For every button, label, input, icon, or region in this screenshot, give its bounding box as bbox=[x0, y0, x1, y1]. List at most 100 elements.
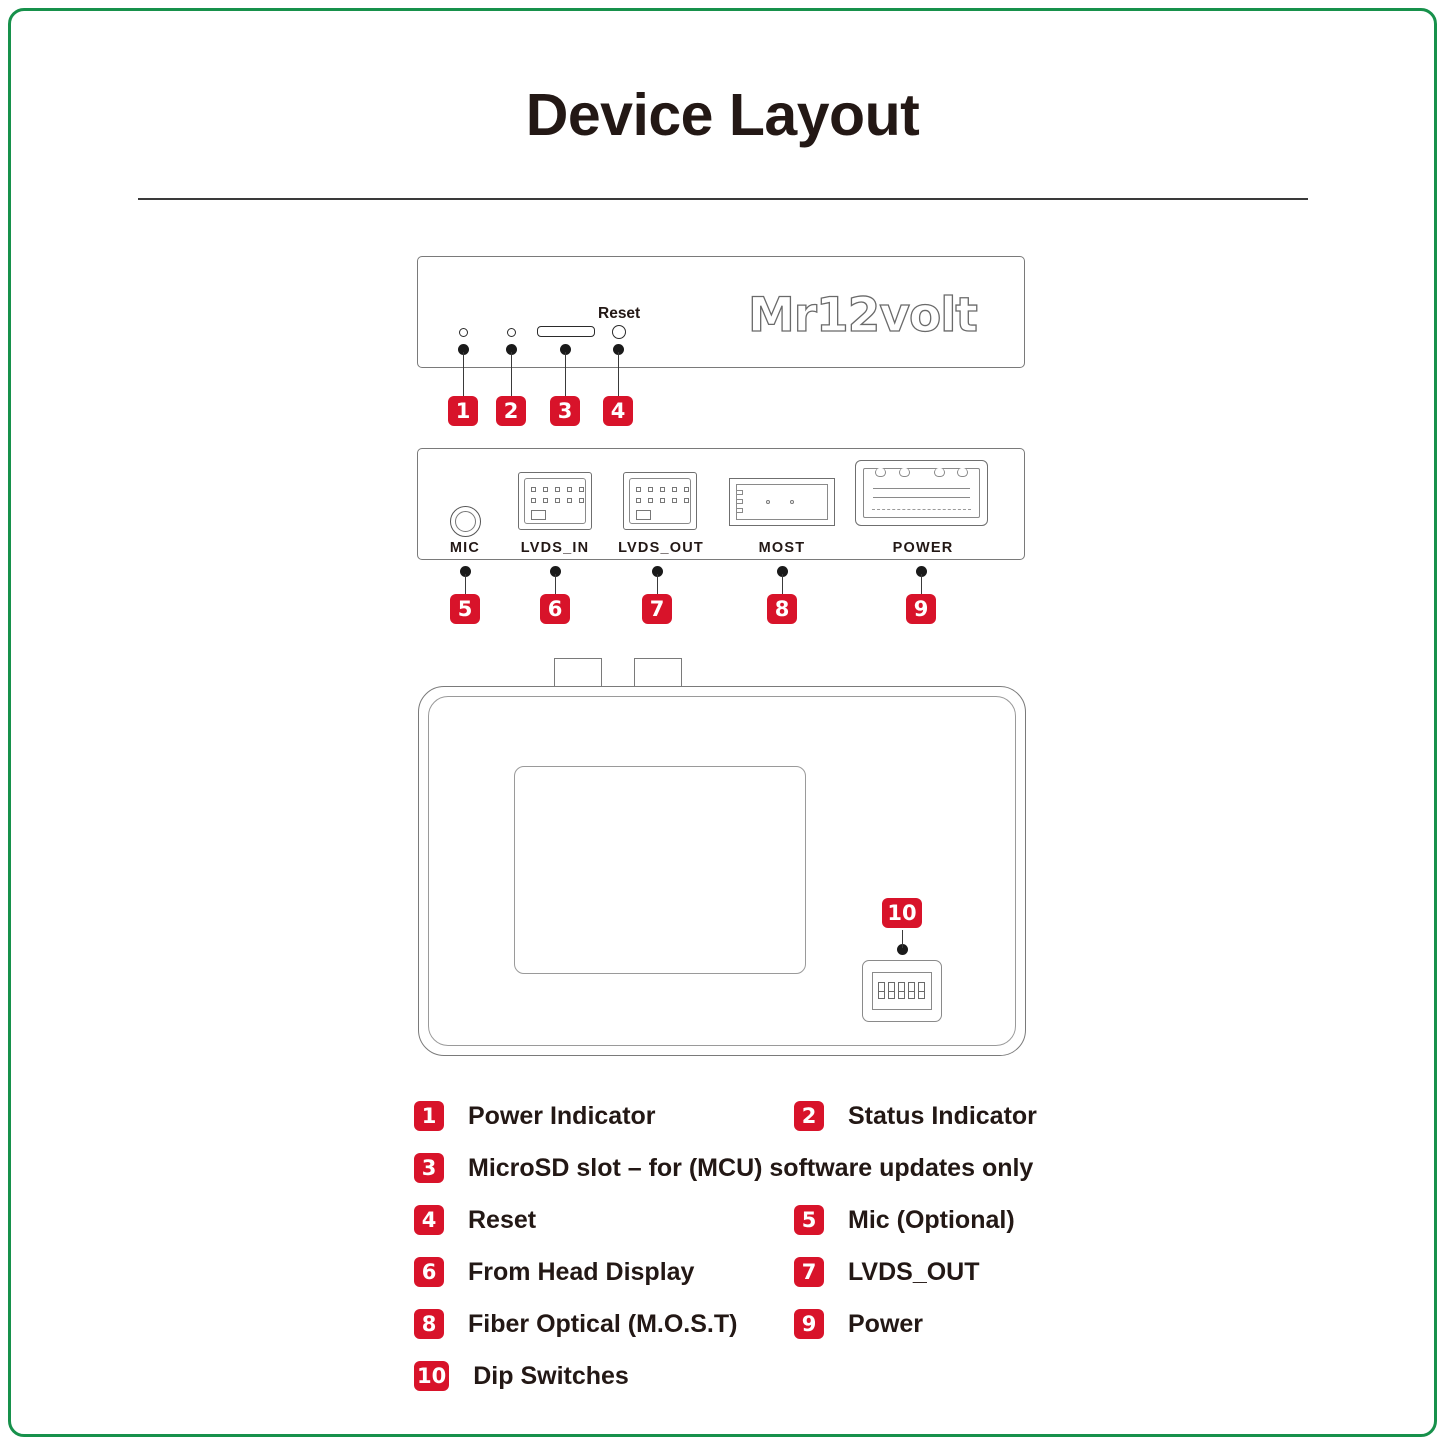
power-top-notch bbox=[934, 468, 945, 477]
legend-item-1: 1 Power Indicator bbox=[414, 1098, 656, 1134]
legend-badge-10: 10 bbox=[414, 1361, 450, 1391]
legend-row: 8 Fiber Optical (M.O.S.T) 9 Power bbox=[414, 1306, 1054, 1358]
lvds-out-pin bbox=[660, 487, 665, 492]
bottom-view-mount-tab-left bbox=[554, 658, 602, 688]
callout-line-8 bbox=[782, 574, 783, 596]
lvds-in-pin bbox=[567, 498, 572, 503]
callout-line-1 bbox=[463, 352, 464, 396]
power-bottom-dashes bbox=[872, 509, 971, 510]
legend-badge-1: 1 bbox=[414, 1101, 444, 1131]
legend-badge-5: 5 bbox=[794, 1205, 824, 1235]
lvds-out-pin bbox=[660, 498, 665, 503]
callout-line-7 bbox=[657, 574, 658, 596]
callout-badge-8: 8 bbox=[767, 594, 797, 624]
power-contact-line bbox=[873, 497, 970, 498]
callout-dot-7 bbox=[652, 566, 663, 577]
power-top-notch bbox=[899, 468, 910, 477]
legend-label-5: Mic (Optional) bbox=[848, 1205, 1015, 1234]
callout-dot-3 bbox=[560, 344, 571, 355]
dip-switch[interactable] bbox=[878, 982, 885, 999]
title-divider bbox=[138, 198, 1308, 200]
reset-label: Reset bbox=[598, 305, 641, 322]
legend-item-6: 6 From Head Display bbox=[414, 1254, 694, 1290]
callout-line-5 bbox=[465, 574, 466, 596]
dip-switch[interactable] bbox=[898, 982, 905, 999]
legend-row: 4 Reset 5 Mic (Optional) bbox=[414, 1202, 1054, 1254]
bottom-view-body-inner bbox=[428, 696, 1016, 1046]
callout-dot-5 bbox=[460, 566, 471, 577]
mic-port-label: MIC bbox=[449, 540, 481, 556]
reset-hole bbox=[612, 325, 626, 339]
callout-badge-3: 3 bbox=[550, 396, 580, 426]
lvds-out-pin bbox=[648, 498, 653, 503]
legend-row: 3 MicroSD slot – for (MCU) software upda… bbox=[414, 1150, 1054, 1202]
front-panel-body bbox=[417, 256, 1025, 368]
callout-badge-2: 2 bbox=[496, 396, 526, 426]
bottom-view-mount-tab-right bbox=[634, 658, 682, 688]
callout-line-6 bbox=[555, 574, 556, 596]
legend-label-4: Reset bbox=[468, 1205, 537, 1234]
power-top-notch bbox=[875, 468, 886, 477]
dip-switch[interactable] bbox=[888, 982, 895, 999]
lvds-out-pin bbox=[672, 487, 677, 492]
lvds-out-pin bbox=[672, 498, 677, 503]
lvds-out-pin bbox=[684, 498, 689, 503]
legend-badge-6: 6 bbox=[414, 1257, 444, 1287]
legend-item-3: 3 MicroSD slot – for (MCU) software upda… bbox=[414, 1150, 1033, 1186]
legend-label-2: Status Indicator bbox=[848, 1101, 1037, 1130]
legend: 1 Power Indicator 2 Status Indicator 3 M… bbox=[414, 1098, 1054, 1410]
callout-line-4 bbox=[618, 352, 619, 396]
callout-dot-1 bbox=[458, 344, 469, 355]
callout-badge-5: 5 bbox=[450, 594, 480, 624]
legend-badge-8: 8 bbox=[414, 1309, 444, 1339]
legend-label-9: Power bbox=[848, 1309, 924, 1338]
legend-label-6: From Head Display bbox=[468, 1257, 695, 1286]
lvds-in-pin bbox=[531, 487, 536, 492]
legend-item-9: 9 Power bbox=[794, 1306, 923, 1342]
legend-row: 1 Power Indicator 2 Status Indicator bbox=[414, 1098, 1054, 1150]
legend-label-8: Fiber Optical (M.O.S.T) bbox=[468, 1309, 738, 1338]
lvds-in-pin bbox=[579, 487, 584, 492]
legend-badge-4: 4 bbox=[414, 1205, 444, 1235]
legend-label-10: Dip Switches bbox=[473, 1361, 629, 1390]
bottom-view-inner-panel bbox=[514, 766, 806, 974]
legend-label-3: MicroSD slot – for (MCU) software update… bbox=[468, 1153, 1034, 1182]
lvds-in-pin bbox=[543, 487, 548, 492]
legend-row: 6 From Head Display 7 LVDS_OUT bbox=[414, 1254, 1054, 1306]
callout-badge-9: 9 bbox=[906, 594, 936, 624]
callout-badge-6: 6 bbox=[540, 594, 570, 624]
lvds-out-pin bbox=[648, 487, 653, 492]
legend-label-7: LVDS_OUT bbox=[848, 1257, 980, 1286]
legend-badge-2: 2 bbox=[794, 1101, 824, 1131]
most-pin-hole bbox=[790, 500, 794, 504]
callout-dot-9 bbox=[916, 566, 927, 577]
legend-label-1: Power Indicator bbox=[468, 1101, 656, 1130]
microsd-slot bbox=[537, 326, 595, 337]
most-port-label: MOST bbox=[758, 540, 806, 556]
lvds-in-pin bbox=[555, 487, 560, 492]
legend-badge-3: 3 bbox=[414, 1153, 444, 1183]
dip-switch[interactable] bbox=[918, 982, 925, 999]
most-left-notch bbox=[736, 508, 743, 513]
lvds-in-pin bbox=[567, 487, 572, 492]
most-left-notch bbox=[736, 499, 743, 504]
brand-logo: Mr12volt bbox=[747, 288, 978, 343]
callout-badge-1: 1 bbox=[448, 396, 478, 426]
legend-item-7: 7 LVDS_OUT bbox=[794, 1254, 980, 1290]
legend-item-2: 2 Status Indicator bbox=[794, 1098, 1037, 1134]
lvds-out-pin bbox=[636, 487, 641, 492]
lvds-in-port-label: LVDS_IN bbox=[520, 540, 590, 556]
dip-switch[interactable] bbox=[908, 982, 915, 999]
callout-line-2 bbox=[511, 352, 512, 396]
lvds-in-pin bbox=[543, 498, 548, 503]
lvds-in-pin bbox=[555, 498, 560, 503]
lvds-out-keying-notch bbox=[636, 510, 651, 520]
power-port-label: POWER bbox=[892, 540, 954, 556]
callout-dot-6 bbox=[550, 566, 561, 577]
status-indicator-led bbox=[507, 328, 516, 337]
callout-badge-10: 10 bbox=[882, 898, 922, 928]
lvds-out-pin bbox=[636, 498, 641, 503]
mic-jack-inner-ring bbox=[455, 511, 476, 532]
lvds-in-keying-notch bbox=[531, 510, 546, 520]
